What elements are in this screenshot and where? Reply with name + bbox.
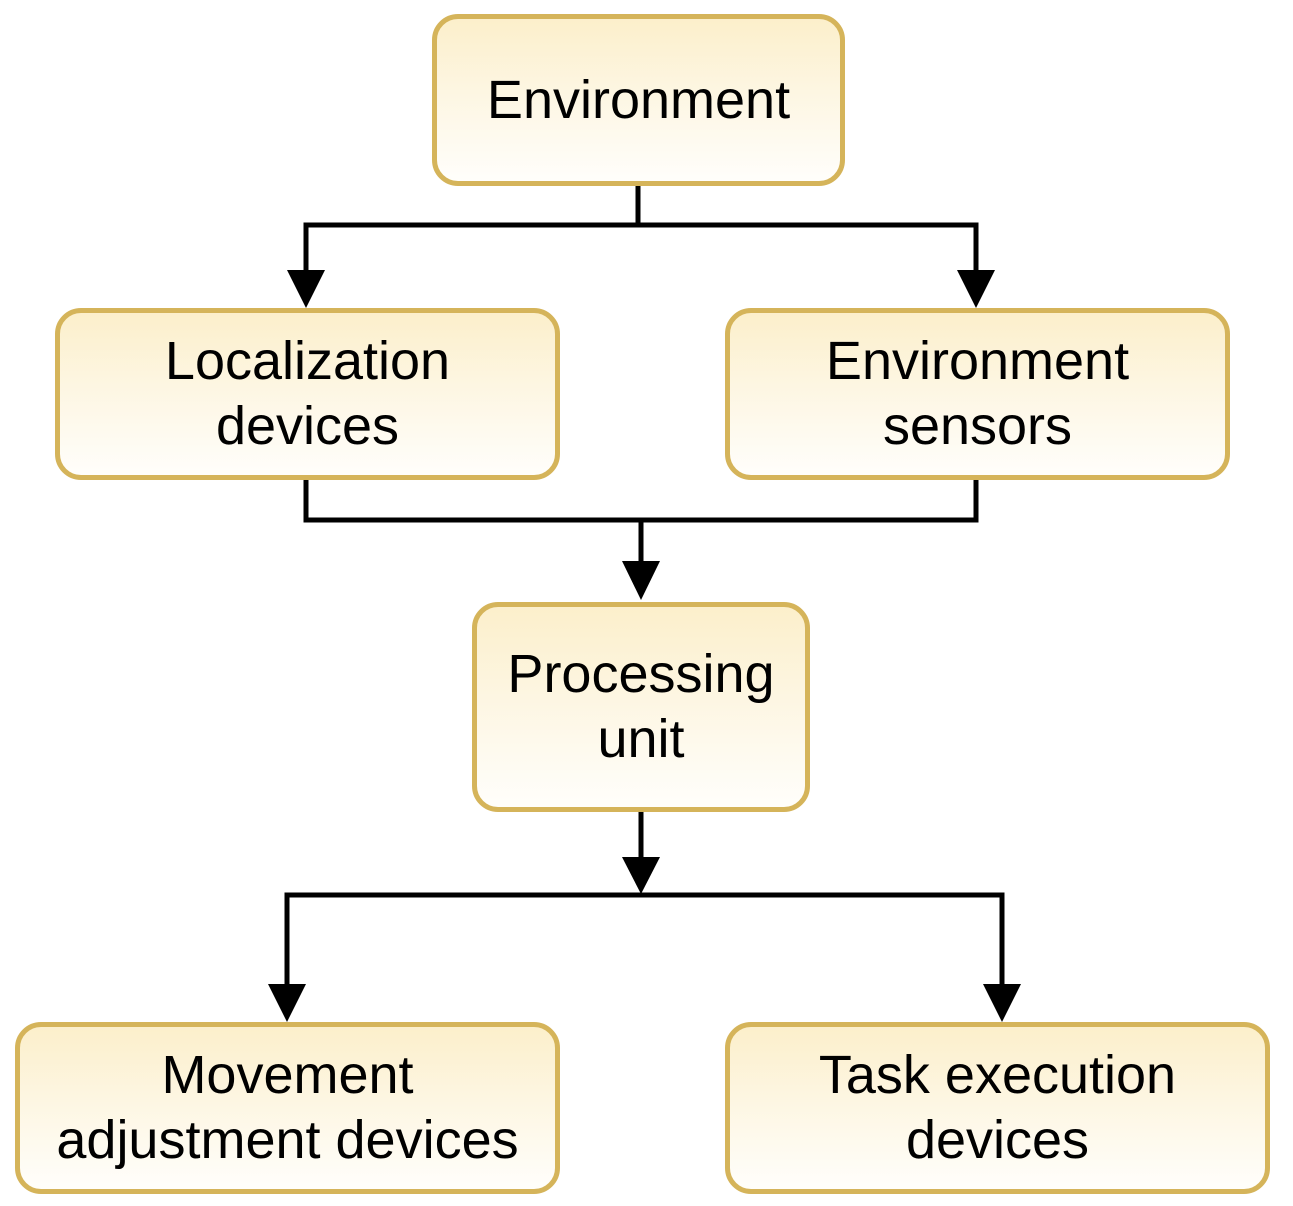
node-movement-adjustment-devices: Movement adjustment devices	[15, 1022, 560, 1194]
edge-sensors-to-processing	[303, 478, 979, 564]
node-processing-unit-label: Processing unit	[507, 644, 775, 769]
edge-environment-to-children	[303, 184, 979, 273]
arrowhead-env-sensors	[957, 270, 995, 308]
edge-processing-to-children	[284, 810, 1005, 987]
node-environment: Environment	[432, 14, 845, 186]
node-environment-sensors-label: Environment sensors	[825, 331, 1130, 456]
node-processing-unit: Processing unit	[472, 602, 810, 812]
node-localization-devices: Localization devices	[55, 308, 560, 480]
node-movement-adjustment-devices-label: Movement adjustment devices	[56, 1045, 519, 1170]
node-environment-sensors: Environment sensors	[725, 308, 1230, 480]
arrowhead-movement	[268, 984, 306, 1022]
node-localization-devices-label: Localization devices	[164, 331, 451, 456]
arrowhead-task	[983, 984, 1021, 1022]
arrowhead-branch-bar	[622, 857, 660, 894]
arrowhead-processing	[622, 561, 660, 600]
node-environment-label: Environment	[486, 69, 791, 130]
node-task-execution-devices-label: Task execution devices	[818, 1045, 1177, 1170]
arrowhead-localization	[287, 270, 325, 308]
node-task-execution-devices: Task execution devices	[725, 1022, 1270, 1194]
